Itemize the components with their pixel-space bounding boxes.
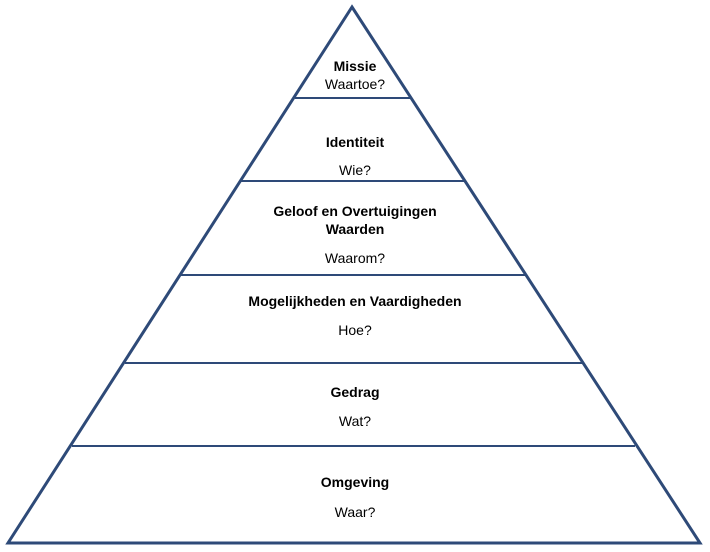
level-mogelijkheden-title: Mogelijkheden en Vaardigheden: [248, 293, 462, 309]
level-geloof-question: Waarom?: [324, 250, 386, 266]
level-gedrag-title: Gedrag: [330, 384, 380, 400]
level-identiteit-title: Identiteit: [325, 134, 385, 150]
level-omgeving-title: Omgeving: [320, 474, 390, 490]
level-geloof-title-line2: Waarden: [325, 221, 385, 237]
level-missie-title: Missie: [333, 58, 377, 74]
level-gedrag-question: Wat?: [338, 413, 372, 429]
level-geloof-title-line1: Geloof en Overtuigingen: [273, 203, 437, 219]
level-missie-question: Waartoe?: [324, 76, 386, 92]
level-omgeving-question: Waar?: [334, 504, 376, 520]
level-mogelijkheden-question: Hoe?: [338, 322, 372, 338]
level-identiteit-question: Wie?: [339, 162, 371, 178]
